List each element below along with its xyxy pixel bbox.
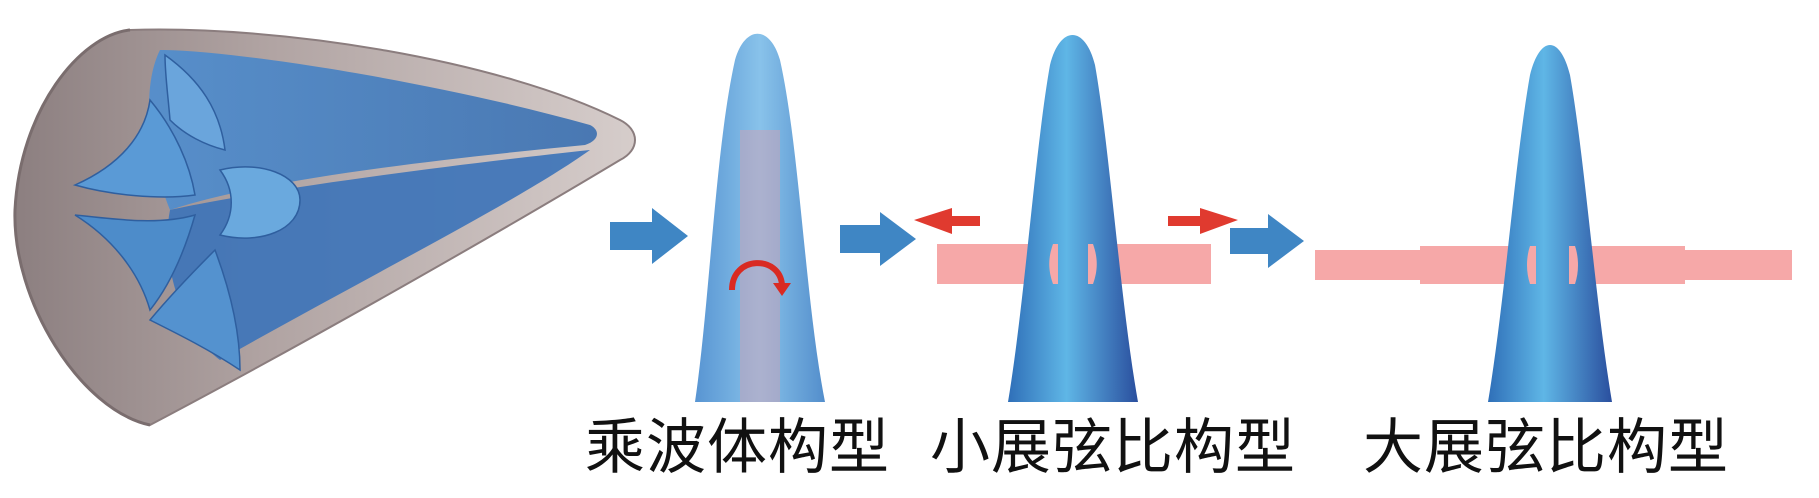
large-span-body (1488, 45, 1612, 402)
fin-center (218, 166, 301, 239)
waverider-3d-model (13, 28, 636, 427)
right-arrow-icon (610, 208, 688, 264)
small-span-body (1008, 35, 1138, 402)
large-span-configuration (1315, 45, 1792, 402)
label-small-span-configuration: 小展弦比构型 (930, 413, 1296, 483)
right-wing-tip (1088, 244, 1097, 284)
curved-arrow-head (773, 283, 791, 296)
fin-bottom (148, 248, 241, 372)
curved-arrow-icon (729, 260, 785, 291)
right-outer-wing (1680, 250, 1792, 280)
label-waverider-configuration: 乘波体构型 (585, 413, 890, 483)
right-wing-tip (1569, 246, 1578, 284)
left-wing-tip (1049, 244, 1058, 284)
left-wing-tip (1527, 246, 1536, 284)
left-outer-wing (1315, 250, 1425, 280)
fin-left-upper (72, 98, 196, 198)
label-large-span-configuration: 大展弦比构型 (1363, 413, 1729, 483)
right-arrow-icon (840, 212, 916, 266)
shell-rim (13, 28, 151, 427)
right-arrow-icon (1168, 208, 1238, 234)
left-arrow-icon (914, 208, 980, 234)
right-arrow-icon (1230, 214, 1304, 268)
fin-top (164, 53, 226, 151)
waverider-configuration (695, 33, 825, 402)
small-span-configuration (914, 35, 1238, 402)
fin-left-lower (74, 213, 197, 312)
